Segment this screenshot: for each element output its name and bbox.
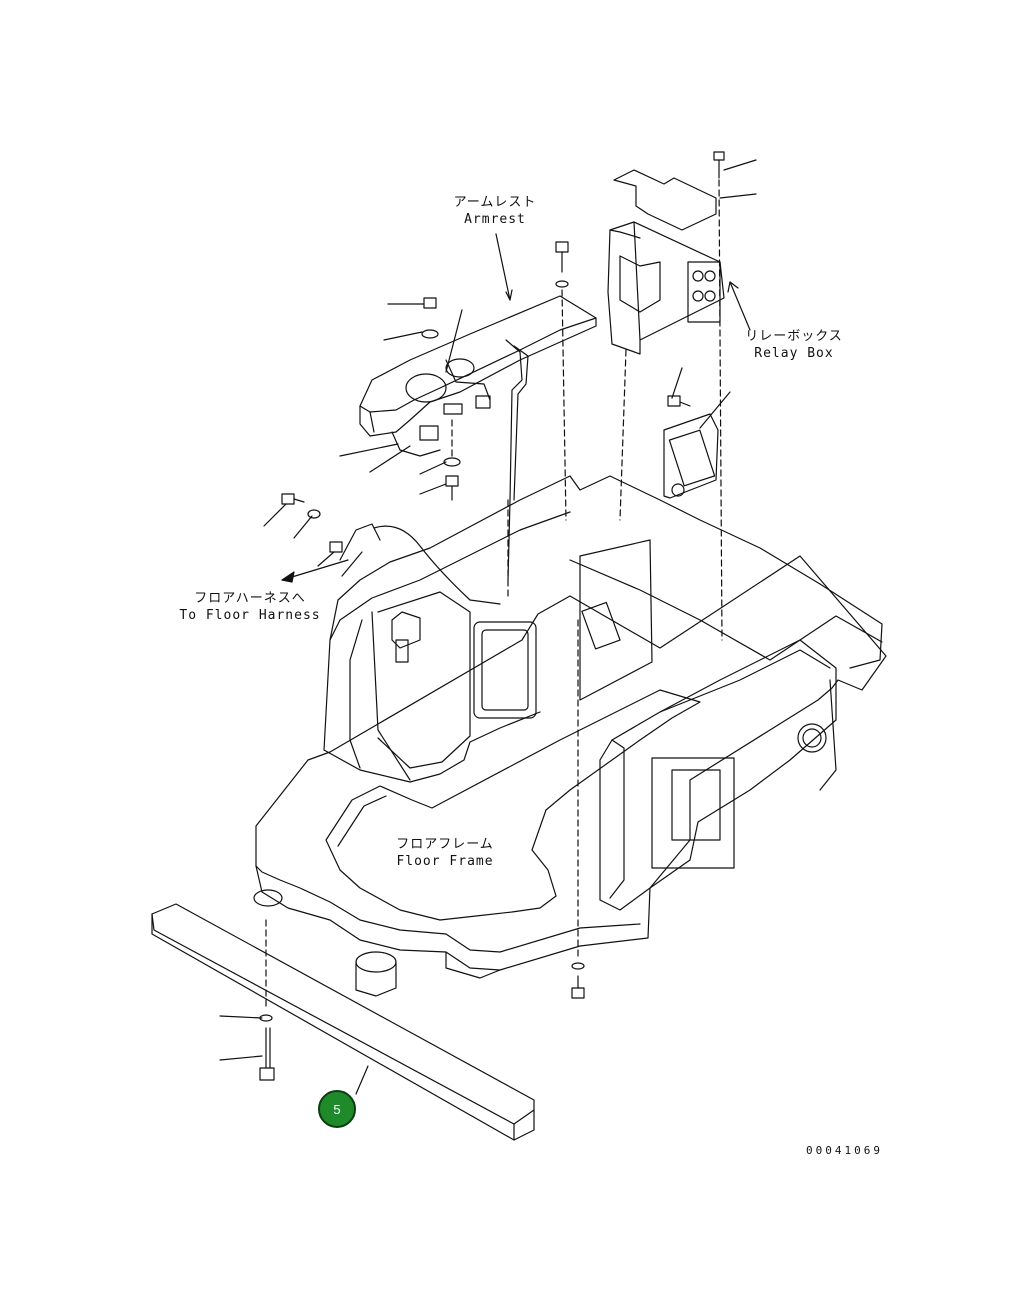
leader-lines [220, 160, 756, 1094]
relay-box-label-jp: リレーボックス [745, 329, 843, 344]
assembly-lines [266, 180, 722, 1010]
floor-harness-label-en: To Floor Harness [179, 608, 321, 623]
relay-box-label-en: Relay Box [754, 346, 834, 361]
armrest-assembly [360, 296, 596, 580]
floor-harness-label: フロアハーネスへ To Floor Harness [170, 590, 330, 624]
fasteners [254, 152, 724, 1080]
armrest-label-en: Armrest [464, 212, 526, 227]
callout-number: 5 [333, 1101, 341, 1117]
right-frame-rail [570, 540, 882, 910]
floor-frame-label-en: Floor Frame [396, 854, 494, 869]
cross-beam [152, 904, 534, 1140]
armrest-label-jp: アームレスト [453, 195, 537, 210]
floor-frame-plate [256, 556, 886, 978]
floor-harness-label-jp: フロアハーネスへ [194, 591, 306, 606]
floor-frame-label: フロアフレーム Floor Frame [390, 836, 500, 870]
floor-frame-label-jp: フロアフレーム [396, 837, 494, 852]
callout-badge-5[interactable]: 5 [318, 1090, 356, 1128]
relay-box [608, 170, 724, 498]
relay-box-label: リレーボックス Relay Box [734, 328, 854, 362]
drawing-code: 00041069 [806, 1144, 883, 1157]
armrest-label: アームレスト Armrest [440, 194, 550, 228]
left-console-tower [324, 476, 882, 782]
